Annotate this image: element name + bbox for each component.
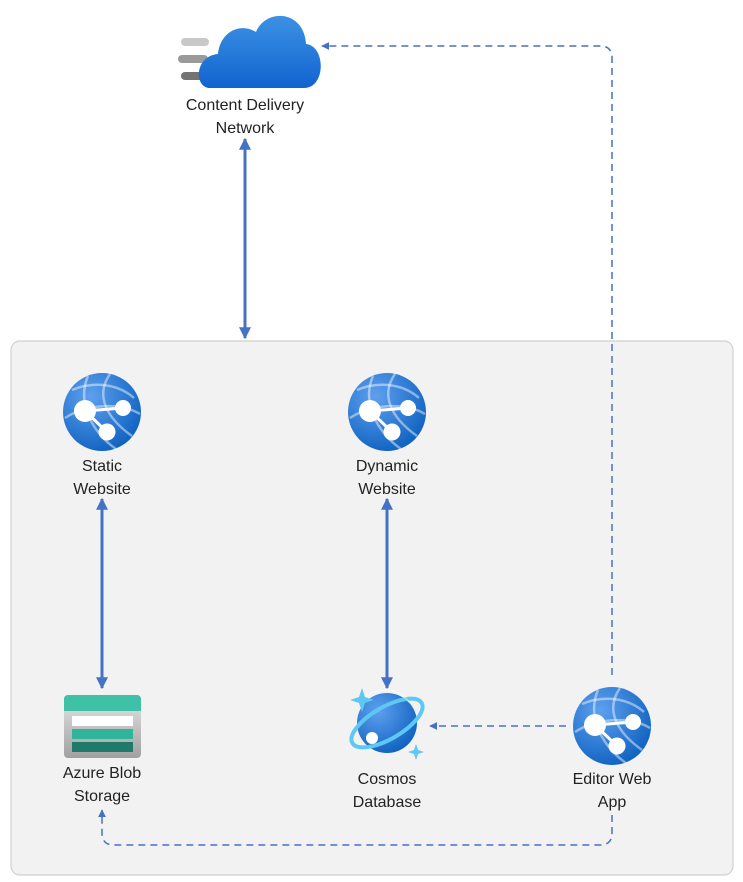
blob-storage-label-line2: Storage (74, 788, 130, 805)
editor-app-label-line2: App (598, 794, 627, 811)
editor-to-cdn-connector (321, 42, 613, 675)
app-service-icon (346, 371, 428, 453)
cdn-label-line2: Network (216, 120, 276, 137)
storage-icon (64, 695, 141, 758)
cdn-label-line1: Content Delivery (186, 97, 304, 114)
resource-group-container (10, 340, 734, 876)
editor-to-blob-connector (98, 809, 613, 846)
cosmos-db-label-line2: Database (353, 794, 422, 811)
cosmos-db-label-line1: Cosmos (358, 771, 417, 788)
blob-storage-label-line1: Azure Blob (63, 765, 141, 782)
editor-app-label-line1: Editor Web (573, 771, 652, 788)
app-service-icon (61, 371, 143, 453)
static-site-label-line2: Website (73, 481, 131, 498)
dynamic-site-label-line2: Website (358, 481, 416, 498)
cosmos-db-icon (349, 688, 425, 760)
static-site-label-line1: Static (82, 458, 122, 475)
dynamic-site-label-line1: Dynamic (356, 458, 418, 475)
app-service-icon (571, 685, 653, 767)
cloud-icon (178, 15, 321, 89)
